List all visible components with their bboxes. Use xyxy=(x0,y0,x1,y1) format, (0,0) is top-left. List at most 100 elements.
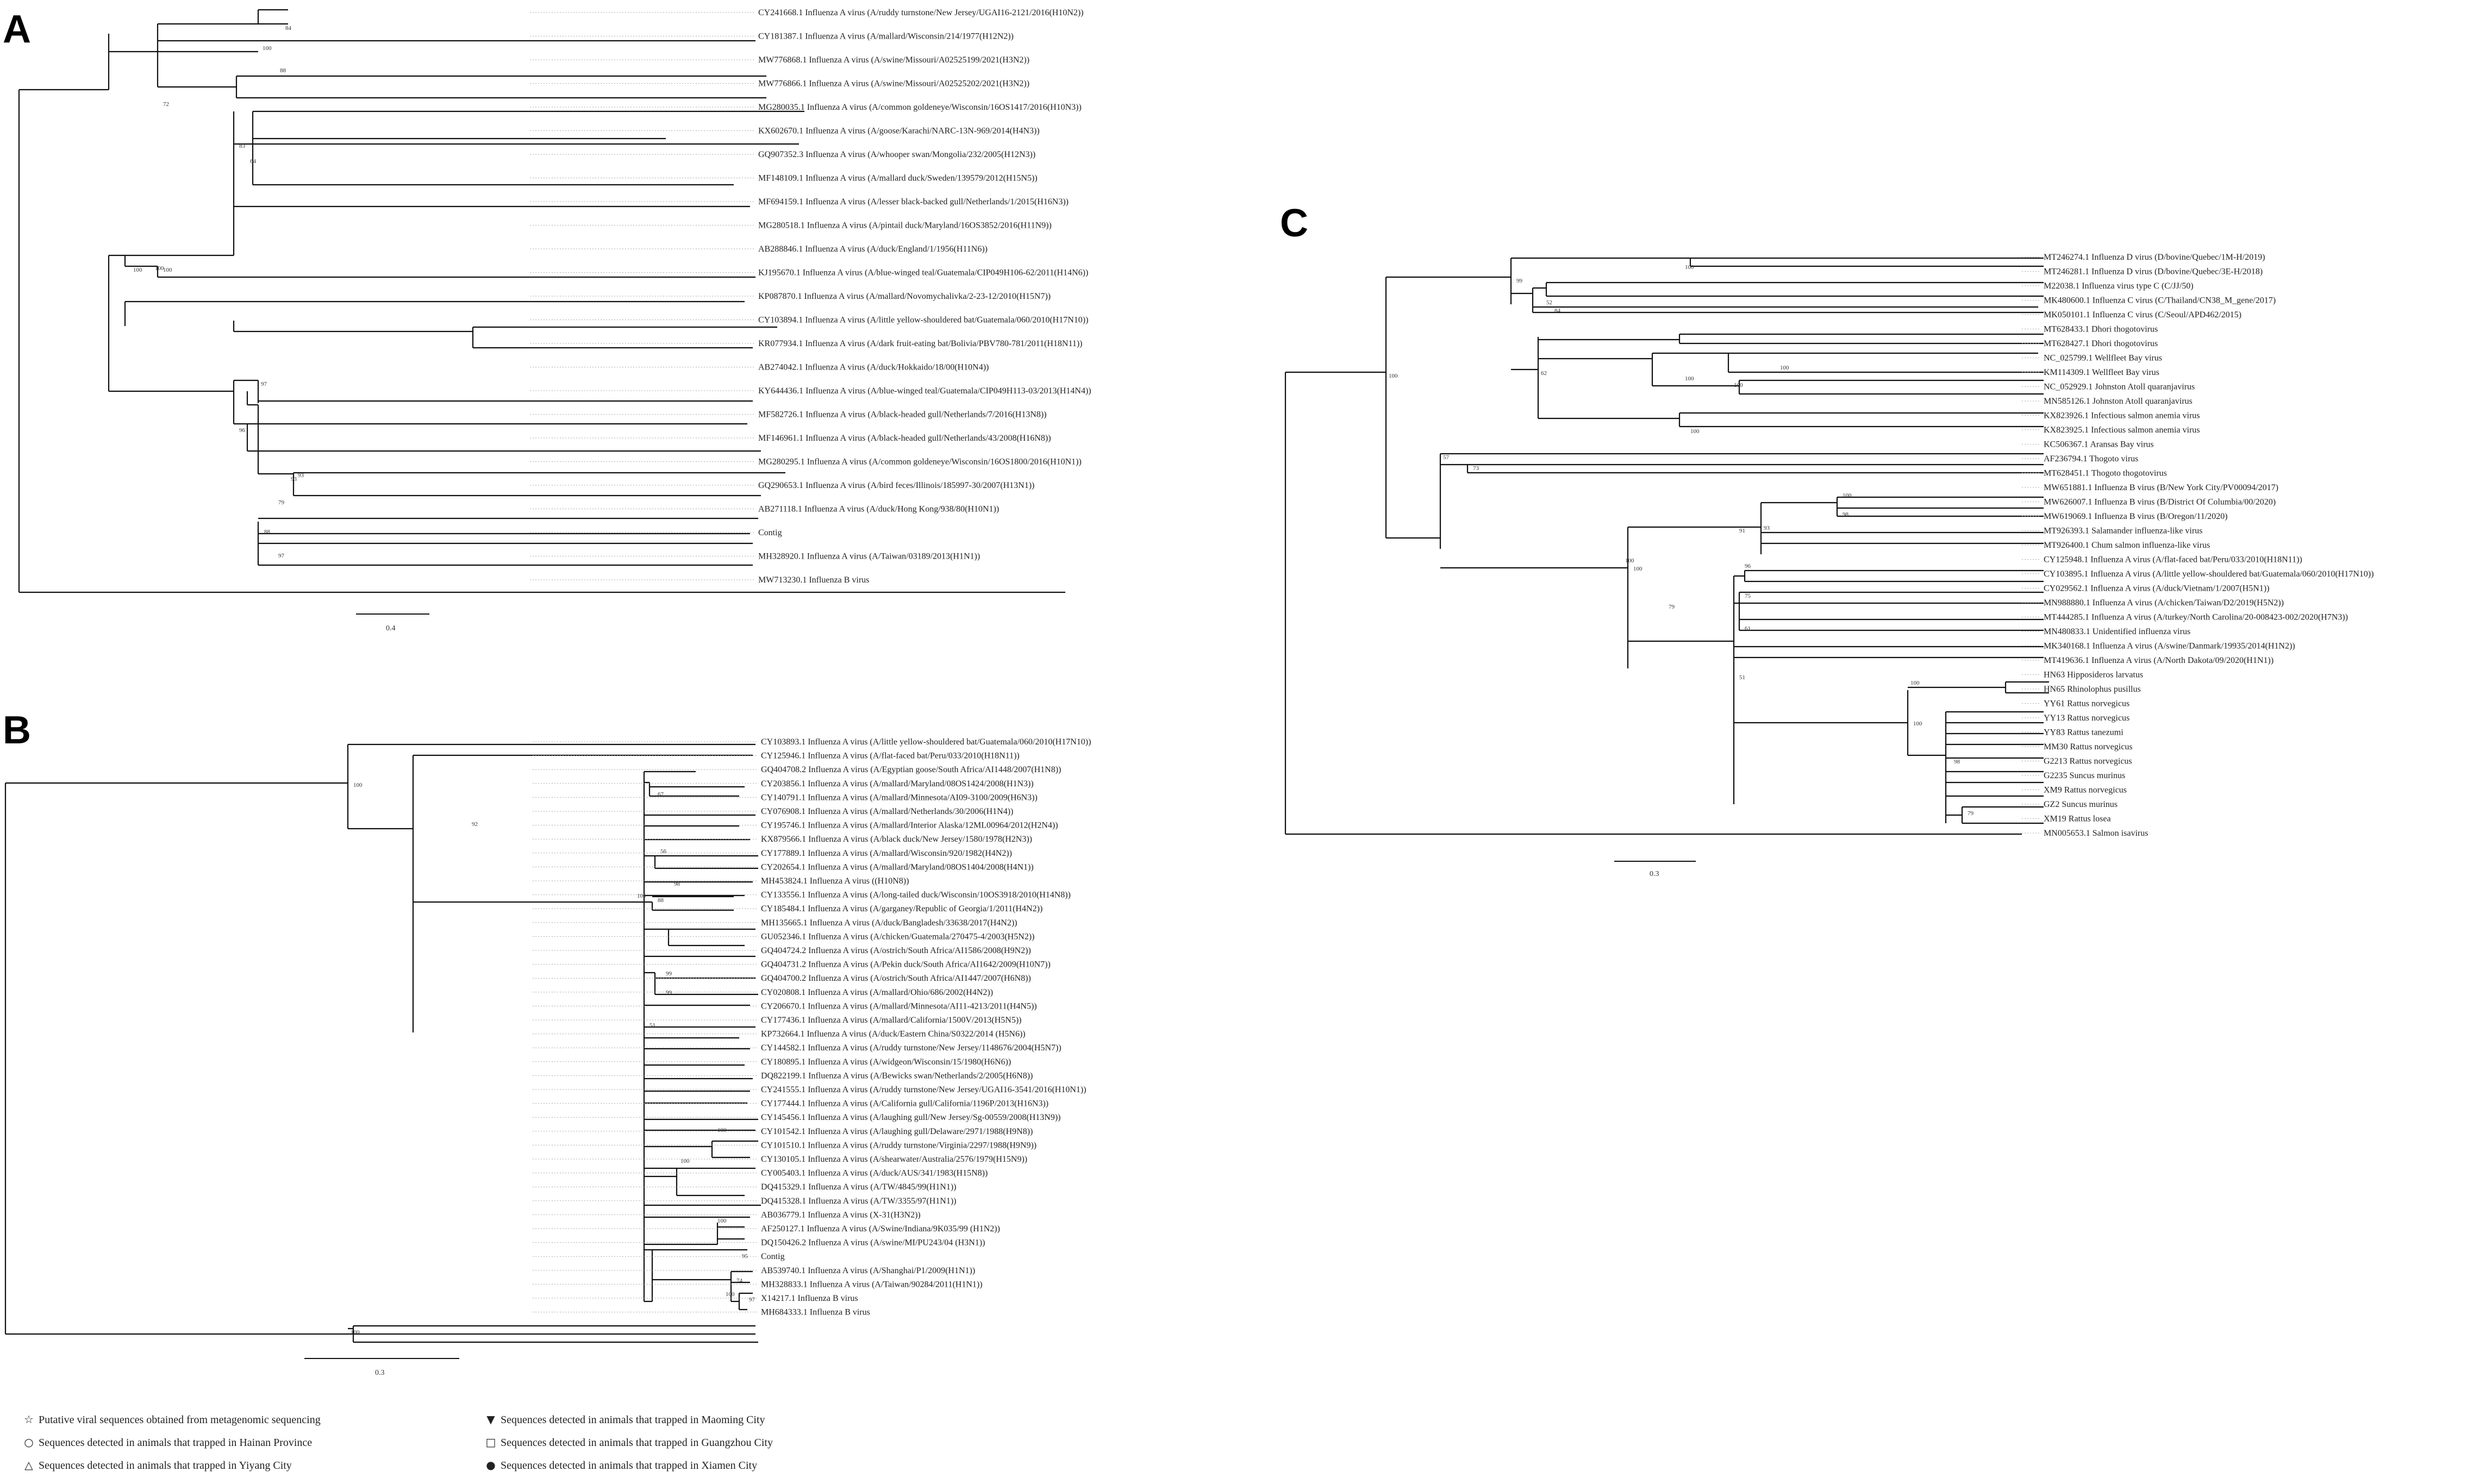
legend-text: Sequences detected in animals that trapp… xyxy=(501,1437,773,1449)
bootstrap-value: 100 xyxy=(263,45,272,52)
leaf-label: CY125948.1 Influenza A virus (A/flat-fac… xyxy=(2044,555,2302,565)
leaf-label: CY076908.1 Influenza A virus (A/mallard/… xyxy=(761,807,1013,816)
panel-b-letter: B xyxy=(3,709,31,752)
bootstrap-value: 62 xyxy=(1541,370,1547,377)
leaf-label: HN63 Hipposideros larvatus xyxy=(2044,671,2143,680)
bootstrap-value: 79 xyxy=(278,499,285,506)
filled-down-triangle-icon: ▼ xyxy=(486,1413,495,1426)
bootstrap-value: 75 xyxy=(1745,593,1751,599)
bootstrap-value: 100 xyxy=(717,1218,727,1224)
leaf-label: CY180895.1 Influenza A virus (A/widgeon/… xyxy=(761,1057,1011,1067)
leaf-label: DQ415328.1 Influenza A virus (A/TW/3355/… xyxy=(761,1197,957,1206)
panel-a-letter: A xyxy=(3,8,31,51)
leaf-label: MK050101.1 Influenza C virus (C/Seoul/AP… xyxy=(2044,310,2241,320)
bootstrap-value: 100 xyxy=(717,1127,727,1134)
leaf-label: MW776868.1 Influenza A virus (A/swine/Mi… xyxy=(758,55,1029,65)
leaf-label: KC506367.1 Aransas Bay virus xyxy=(2044,440,2154,449)
leaf-label: G2213 Rattus norvegicus xyxy=(2044,757,2132,766)
tree-panel-c xyxy=(1284,257,2049,835)
bootstrap-value: 93 xyxy=(291,476,297,483)
leaf-label: GQ907352.3 Influenza A virus (A/whooper … xyxy=(758,150,1035,159)
bootstrap-value: 64 xyxy=(250,158,257,165)
bootstrap-value: 98 xyxy=(674,881,680,887)
leaf-label: XM19 Rattus losea xyxy=(2044,815,2111,824)
leaf-label: KR077934.1 Influenza A virus (A/dark fru… xyxy=(758,339,1083,348)
leaf-label: MK480600.1 Influenza C virus (C/Thailand… xyxy=(2044,296,2276,305)
leaf-label: GQ404724.2 Influenza A virus (A/ostrich/… xyxy=(761,946,1031,955)
bootstrap-value: 83 xyxy=(239,143,246,149)
tree-panel-b xyxy=(4,743,761,1343)
leaf-label: AB036779.1 Influenza A virus (X-31(H3N2)… xyxy=(761,1210,921,1219)
bootstrap-value: 51 xyxy=(1739,674,1745,681)
bootstrap-value: 100 xyxy=(726,1291,735,1298)
bootstrap-value: 88 xyxy=(658,897,664,904)
scale-bar-b: 0.3 xyxy=(304,1358,459,1377)
bootstrap-value: 100 xyxy=(1633,566,1643,572)
bootstrap-value: 84 xyxy=(285,25,292,32)
leaf-label: MG280035.1 Influenza A virus (A/common g… xyxy=(758,103,1082,112)
leader-lines xyxy=(530,12,2039,1313)
leaf-label: KX879566.1 Influenza A virus (A/black du… xyxy=(761,835,1032,844)
leaf-label: HN65 Rhinolophus pusillus xyxy=(2044,685,2141,694)
leaf-label: MT628433.1 Dhori thogotovirus xyxy=(2044,325,2158,334)
filled-circle-icon: ● xyxy=(486,1458,496,1472)
leaf-label: GQ404700.2 Influenza A virus (A/ostrich/… xyxy=(761,974,1031,983)
leaf-label: AF250127.1 Influenza A virus (A/Swine/In… xyxy=(761,1224,1000,1233)
leaf-label: MF694159.1 Influenza A virus (A/lesser b… xyxy=(758,197,1069,206)
bootstrap-value: 99 xyxy=(1516,278,1523,284)
white-star-icon: ☆ xyxy=(24,1413,34,1426)
bootstrap-value: 91 xyxy=(1739,528,1745,534)
leaf-label: CY130105.1 Influenza A virus (A/shearwat… xyxy=(761,1155,1027,1164)
bootstrap-value: 79 xyxy=(1968,810,1974,817)
bootstrap-value: 72 xyxy=(163,101,169,108)
leaf-label: NC_052929.1 Johnston Atoll quaranjavirus xyxy=(2044,383,2195,392)
bootstrap-value: 100 xyxy=(155,265,164,272)
bootstrap-value: 100 xyxy=(1913,721,1922,727)
leaf-label: CY133556.1 Influenza A virus (A/long-tai… xyxy=(761,891,1071,900)
legend-text: Sequences detected in animals that trapp… xyxy=(501,1414,765,1426)
bootstrap-value: 100 xyxy=(1685,375,1694,382)
leaf-label: MW626007.1 Influenza B virus (B/District… xyxy=(2044,498,2276,507)
leaf-label: GQ404731.2 Influenza A virus (A/Pekin du… xyxy=(761,960,1051,969)
legend-text: Sequences detected in animals that trapp… xyxy=(39,1460,292,1472)
leaf-label: M22038.1 Influenza virus type C (C/JJ/50… xyxy=(2044,281,2194,291)
scale-label-a: 0.4 xyxy=(386,624,396,633)
leaf-label: Contig xyxy=(758,528,782,537)
leaf-label: DQ415329.1 Influenza A virus (A/TW/4845/… xyxy=(761,1182,957,1192)
bootstrap-value: 79 xyxy=(1669,604,1675,610)
bootstrap-value: 97 xyxy=(278,553,285,559)
leaf-label: CY181387.1 Influenza A virus (A/mallard/… xyxy=(758,32,1014,41)
leaf-label: X14217.1 Influenza B virus xyxy=(761,1294,858,1303)
bootstrap-value: 100 xyxy=(1389,373,1398,379)
leaf-label: MT419636.1 Influenza A virus (A/North Da… xyxy=(2044,656,2274,665)
leaf-label: MT444285.1 Influenza A virus (A/turkey/N… xyxy=(2044,613,2348,622)
hollow-square-icon: □ xyxy=(485,1436,496,1449)
leaf-label: KP087870.1 Influenza A virus (A/mallard/… xyxy=(758,292,1051,301)
leaf-label: MT926400.1 Chum salmon influenza-like vi… xyxy=(2044,541,2210,550)
leaf-label: MH328920.1 Influenza A virus (A/Taiwan/0… xyxy=(758,552,980,561)
bootstrap-value: 96 xyxy=(1745,563,1751,569)
leaf-label: GQ404708.2 Influenza A virus (A/Egyptian… xyxy=(761,765,1061,774)
bootstrap-value: 100 xyxy=(1685,264,1694,271)
leaf-label: AB271118.1 Influenza A virus (A/duck/Hon… xyxy=(758,505,999,514)
bootstrap-value: 96 xyxy=(239,427,246,434)
leaf-label: YY13 Rattus norvegicus xyxy=(2044,713,2129,723)
bootstrap-value: 99 xyxy=(666,970,672,977)
leaf-label: CY020808.1 Influenza A virus (A/mallard/… xyxy=(761,988,993,997)
leaf-label: MF146961.1 Influenza A virus (A/black-he… xyxy=(758,434,1051,443)
leaf-label: CY177436.1 Influenza A virus (A/mallard/… xyxy=(761,1016,1021,1025)
leaf-label: KX823925.1 Infectious salmon anemia viru… xyxy=(2044,425,2200,435)
bootstrap-value: 93 xyxy=(1764,525,1770,531)
leaf-label: MT246274.1 Influenza D virus (D/bovine/Q… xyxy=(2044,253,2265,262)
leaf-label: AB539740.1 Influenza A virus (A/Shanghai… xyxy=(761,1266,975,1275)
bootstrap-value: 100 xyxy=(1690,428,1700,435)
leaf-label: KX823926.1 Infectious salmon anemia viru… xyxy=(2044,411,2200,421)
leaf-label: CY029562.1 Influenza A virus (A/duck/Vie… xyxy=(2044,584,2269,593)
legend-item-hollow-square: □ Sequences detected in animals that tra… xyxy=(484,1436,773,1449)
leaf-label: MN585126.1 Johnston Atoll quaranjavirus xyxy=(2044,397,2193,406)
leaf-label: CY125946.1 Influenza A virus (A/flat-fac… xyxy=(761,752,1020,761)
leaf-label: KX602670.1 Influenza A virus (A/goose/Ka… xyxy=(758,127,1040,136)
leaf-label: MH135665.1 Influenza A virus (A/duck/Ban… xyxy=(761,918,1017,928)
leaf-label: CY202654.1 Influenza A virus (A/mallard/… xyxy=(761,862,1034,872)
